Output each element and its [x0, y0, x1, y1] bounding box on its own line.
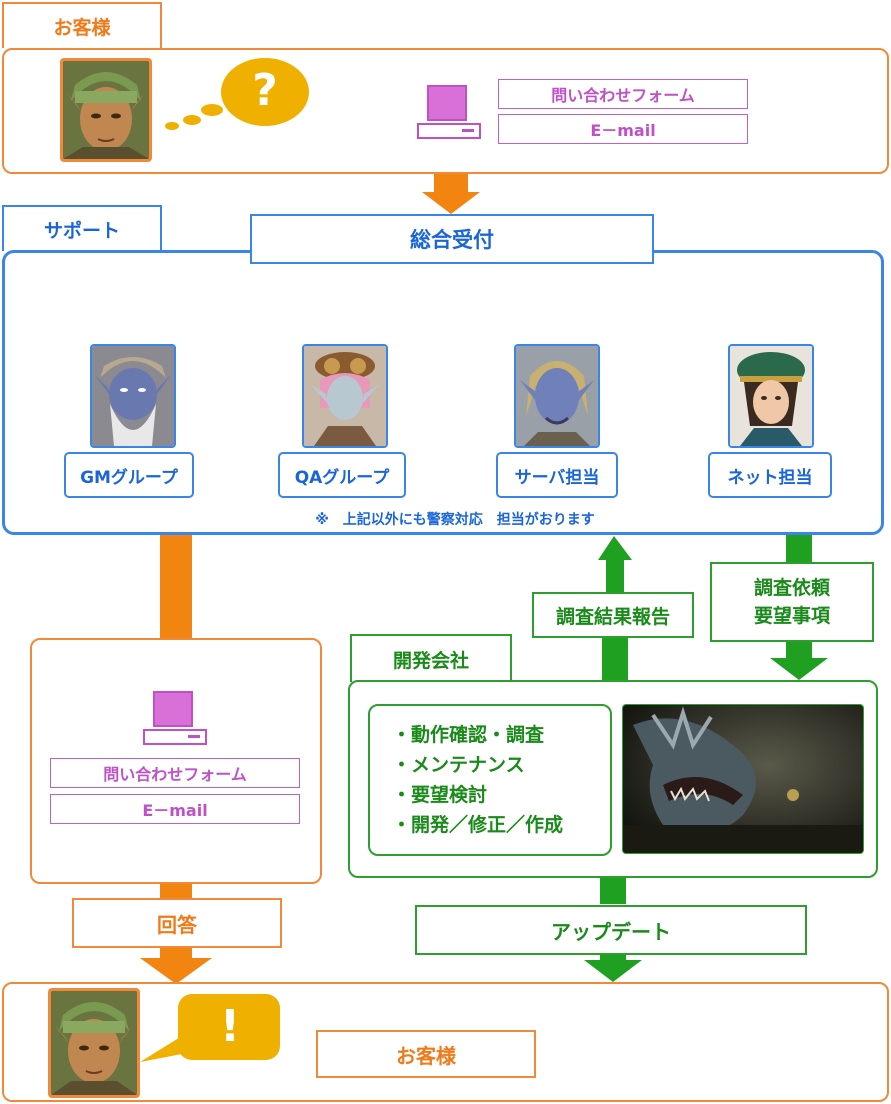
gm-group-avatar — [90, 344, 176, 448]
task-item: ・開発／修正／作成 — [392, 814, 564, 836]
support-note: ※ 上記以外にも警察対応 担当がおります — [315, 512, 595, 528]
request-label-line1: 調査依頼 — [753, 577, 830, 599]
network-staff-avatar — [728, 344, 814, 448]
answer-label: 回答 — [72, 898, 282, 948]
reception-box: 総合受付 — [250, 214, 654, 264]
email-label: E－mail — [498, 114, 748, 144]
request-label-line2: 要望事項 — [753, 605, 830, 627]
network-staff-label: ネット担当 — [708, 452, 832, 498]
customer-bottom-avatar — [48, 988, 140, 1098]
request-label: 調査依頼 要望事項 — [710, 562, 874, 642]
developer-task-list: ・動作確認・調査 ・メンテナンス ・要望検討 ・開発／修正／作成 — [368, 704, 612, 856]
server-staff-avatar — [514, 344, 600, 448]
task-item: ・メンテナンス — [392, 754, 525, 776]
exclamation-bubble-icon — [140, 994, 280, 1062]
server-staff-label: サーバ担当 — [496, 452, 618, 498]
reply-computer-icon — [143, 691, 207, 745]
customer-bottom-label: お客様 — [316, 1030, 536, 1078]
task-item: ・動作確認・調査 — [392, 724, 545, 746]
support-tab: サポート — [2, 205, 162, 251]
developer-tab: 開発会社 — [350, 634, 512, 682]
qa-group-label: QAグループ — [278, 452, 406, 498]
qa-group-avatar — [302, 344, 388, 448]
reply-inquiry-form-label: 問い合わせフォーム — [50, 758, 300, 788]
reply-email-label: E－mail — [50, 794, 300, 824]
question-bubble-icon — [165, 58, 309, 130]
inquiry-form-label: 問い合わせフォーム — [498, 79, 748, 109]
gm-group-label: GMグループ — [64, 452, 194, 498]
exclamation-mark: ! — [219, 1000, 241, 1052]
computer-icon — [417, 85, 481, 139]
result-report-label: 調査結果報告 — [532, 592, 694, 638]
task-item: ・要望検討 — [392, 784, 488, 806]
game-screenshot — [622, 704, 864, 854]
update-label: アップデート — [415, 905, 807, 955]
customer-tab: お客様 — [2, 2, 162, 48]
question-mark: ? — [252, 64, 278, 116]
customer-avatar — [60, 58, 152, 162]
